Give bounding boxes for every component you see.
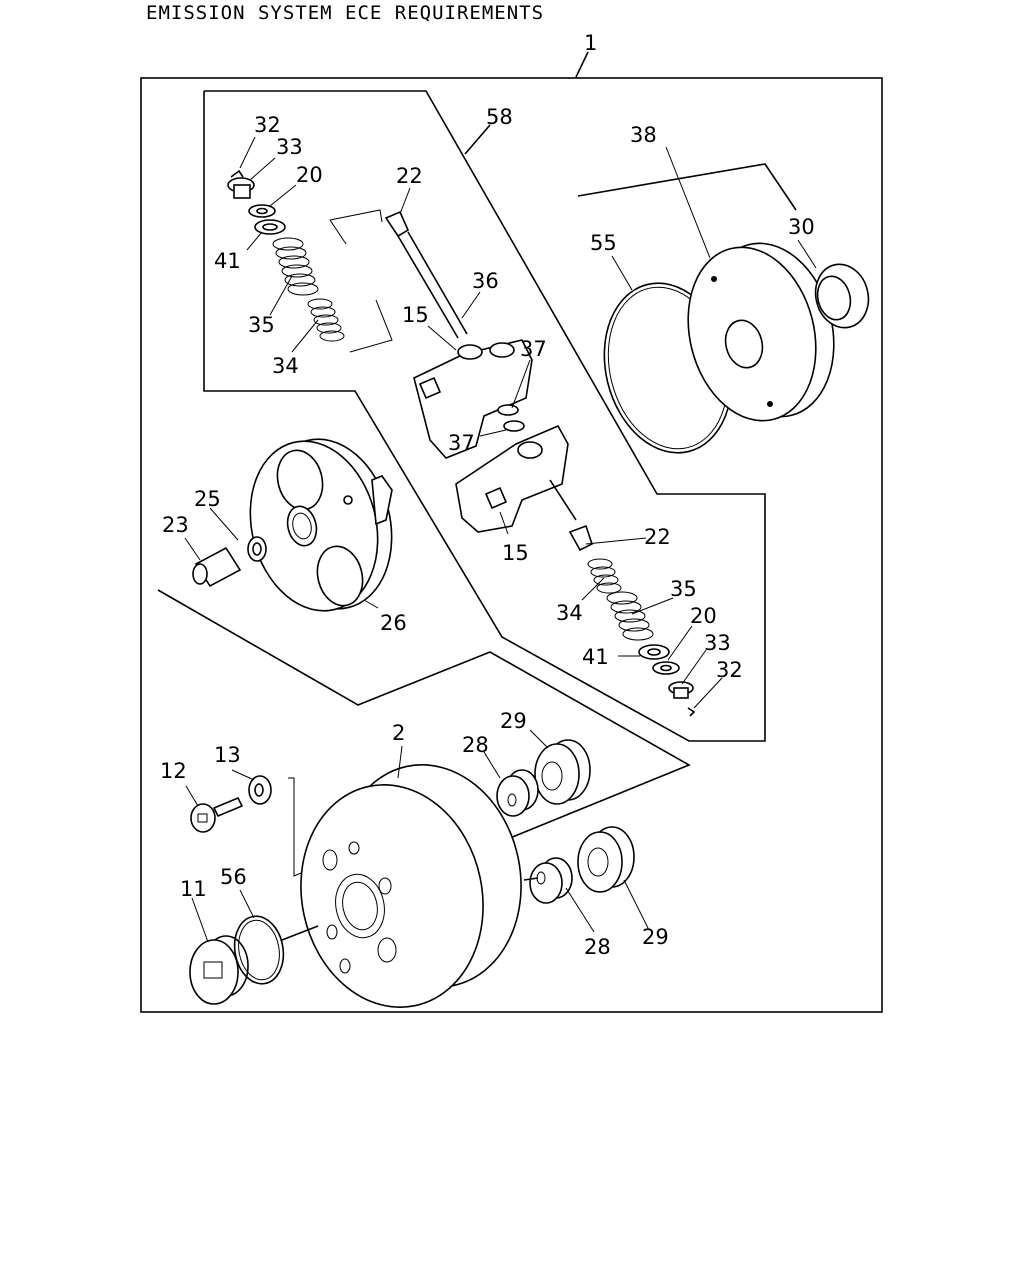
callout-23: 23 [162,513,189,537]
flange-26 [192,438,393,612]
callout-41-upper: 41 [214,249,241,273]
callout-35-lower: 35 [670,577,697,601]
callout-35-upper: 35 [248,313,275,337]
callout-20-upper: 20 [296,163,323,187]
housing-2 [300,764,522,1008]
plane-outline-26 [157,589,691,839]
callout-28-upper: 28 [462,733,489,757]
callout-assembly-1: 1 [584,31,597,55]
callout-11: 11 [180,877,207,901]
callout-33-lower: 33 [704,631,731,655]
callout-25: 25 [194,487,221,511]
callout-15-upper: 15 [402,303,429,327]
callout-33-upper: 33 [276,135,303,159]
callout-29-lower: 29 [642,925,669,949]
callout-22-lower: 22 [644,525,671,549]
callout-38: 38 [630,123,657,147]
callout-58: 58 [486,105,513,129]
callout-34-upper: 34 [272,354,299,378]
cup-28-upper [496,769,539,817]
callout-26: 26 [380,611,407,635]
cup-28-lower [523,857,573,904]
callout-32-lower: 32 [716,658,743,682]
cover-38 [603,242,870,454]
callout-13: 13 [214,743,241,767]
pump-head-block-lower [455,424,577,533]
valve-stack-lower [568,524,696,717]
pump-head-block-upper [413,339,533,459]
assembly-frame [140,77,883,1013]
subassembly-58-outline [203,90,766,742]
callout-36: 36 [472,269,499,293]
callout-30: 30 [788,215,815,239]
leader-lines [184,136,817,943]
diagram-title: EMISSION SYSTEM ECE REQUIREMENTS [146,2,545,24]
callout-15-lower: 15 [502,541,529,565]
cup-29-lower [577,826,635,893]
callout-37-lower: 37 [448,431,475,455]
callout-28-lower: 28 [584,935,611,959]
cover-group-outline [577,163,797,211]
cup-29-upper [534,739,591,805]
callout-56: 56 [220,865,247,889]
callout-22-upper: 22 [396,164,423,188]
callout-41-lower: 41 [582,645,609,669]
plug-11 [189,935,249,1005]
washer-13 [248,775,272,805]
callout-37-upper: 37 [520,337,547,361]
callout-12: 12 [160,759,187,783]
callout-29-upper: 29 [500,709,527,733]
callout-55: 55 [590,231,617,255]
callout-2: 2 [392,721,405,745]
callout-34-lower: 34 [556,601,583,625]
screw-12 [190,796,244,833]
callout-20-lower: 20 [690,604,717,628]
callout-32-upper: 32 [254,113,281,137]
valve-stack-upper [227,169,468,342]
